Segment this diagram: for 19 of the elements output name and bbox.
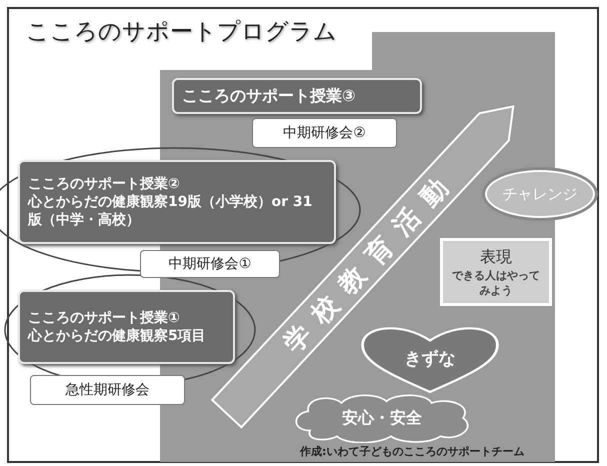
box-label: こころのサポート授業③ — [182, 86, 356, 106]
title: こころのサポートプログラム — [26, 18, 337, 47]
box-subtext: 心とからだの健康観察5項目 — [28, 327, 206, 345]
box-label: 急性期研修会 — [66, 381, 150, 399]
box-label: 中期研修会② — [283, 124, 366, 142]
training-box — [252, 118, 397, 148]
card — [440, 238, 552, 306]
box-label: 安心・安全 — [342, 408, 422, 428]
caption: 作成:いわて子どものこころのサポートチーム — [300, 444, 524, 459]
lesson-box — [18, 290, 235, 364]
box-label: こころのサポート授業① — [28, 309, 180, 327]
box-label: 表現 — [480, 246, 512, 268]
box-label: きずな — [404, 348, 456, 370]
lesson-box — [18, 160, 336, 244]
lesson-box — [172, 78, 422, 114]
training-box — [30, 375, 185, 405]
box-label: こころのサポート授業② — [28, 175, 180, 193]
oval-badge — [485, 170, 595, 218]
training-box — [140, 250, 280, 278]
